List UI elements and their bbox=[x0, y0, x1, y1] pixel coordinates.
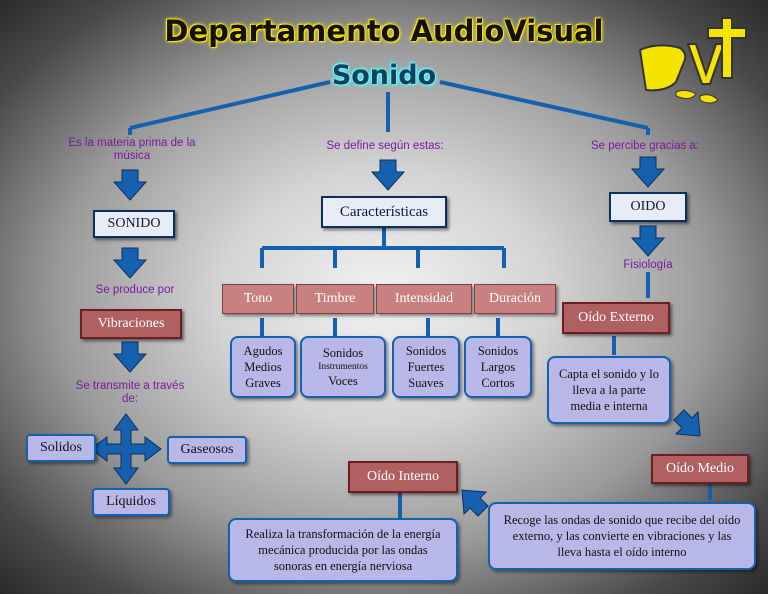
details-timbre: Sonidos Instrumentos Voces bbox=[300, 336, 386, 398]
char-intensidad: Intensidad bbox=[376, 284, 472, 314]
desc-oido-interno: Realiza la transformación de la energía … bbox=[228, 518, 458, 582]
details-duracion: Sonidos Largos Cortos bbox=[464, 336, 532, 398]
detail-text: Largos bbox=[480, 360, 516, 374]
detail-text: Suaves bbox=[408, 376, 444, 390]
note-materia-prima: Es la materia prima de la música bbox=[68, 137, 196, 162]
box-vibraciones: Vibraciones bbox=[80, 309, 182, 339]
box-solidos: Solidos bbox=[26, 434, 96, 462]
char-tono: Tono bbox=[222, 284, 294, 314]
box-gaseosos: Gaseosos bbox=[167, 436, 247, 464]
detail-text: Agudos bbox=[243, 344, 283, 358]
page-subtitle: Sonido bbox=[331, 60, 437, 91]
box-sonido: SONIDO bbox=[93, 210, 175, 238]
box-oido: OIDO bbox=[609, 192, 687, 222]
char-timbre: Timbre bbox=[296, 284, 374, 314]
detail-text: Cortos bbox=[481, 376, 515, 390]
detail-text: Sonidos bbox=[405, 344, 447, 358]
box-oido-medio: Oído Medio bbox=[651, 454, 749, 484]
page-title: Departamento AudioVisual bbox=[164, 14, 604, 48]
box-oido-externo: Oído Externo bbox=[562, 302, 670, 334]
note-fisiologia: Fisiología bbox=[623, 259, 673, 271]
box-oido-interno: Oído Interno bbox=[348, 461, 458, 493]
desc-oido-externo: Capta el sonido y lo lleva a la parte me… bbox=[547, 356, 671, 424]
detail-text: Voces bbox=[328, 374, 358, 388]
down-arrows bbox=[112, 156, 701, 517]
note-se-define: Se define según estas: bbox=[326, 140, 444, 152]
note-se-produce: Se produce por bbox=[95, 284, 175, 296]
note-se-percibe: Se percibe gracias a: bbox=[590, 140, 700, 152]
detail-text: Sonidos bbox=[477, 344, 519, 358]
note-se-transmite: Se transmite a través de: bbox=[75, 380, 185, 405]
box-caracteristicas: Características bbox=[321, 196, 447, 228]
desc-oido-medio: Recoge las ondas de sonido que recibe de… bbox=[488, 502, 756, 570]
detail-text: Sonidos bbox=[322, 346, 364, 360]
details-intensidad: Sonidos Fuertes Suaves bbox=[392, 336, 460, 398]
detail-text: Graves bbox=[245, 376, 281, 390]
detail-text: Medios bbox=[244, 360, 282, 374]
detail-text: Fuertes bbox=[407, 360, 445, 374]
char-duracion: Duración bbox=[474, 284, 556, 314]
main-branch-lines bbox=[128, 80, 712, 518]
box-liquidos: Líquidos bbox=[92, 488, 170, 516]
four-way-arrow-icon bbox=[90, 413, 162, 485]
detail-text: Instrumentos bbox=[318, 362, 368, 372]
details-tono: Agudos Medios Graves bbox=[230, 336, 296, 398]
